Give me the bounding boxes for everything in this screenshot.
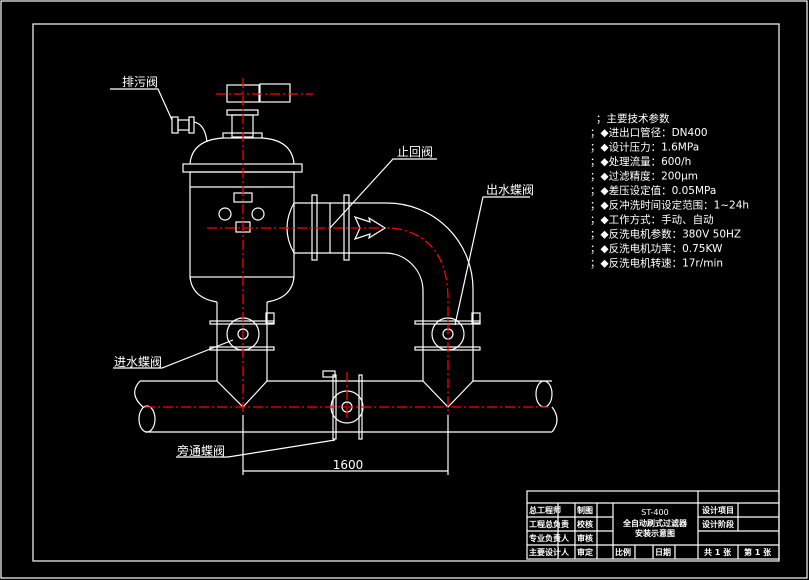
tb-total: 共 1 张 (704, 547, 732, 557)
tb-check: 制图 (577, 505, 593, 515)
tb-role: 总工程师 (529, 505, 561, 515)
label-bypass-butterfly-valve: 旁通蝶阀 (177, 443, 225, 458)
tb-check: 审定 (577, 547, 593, 557)
label-check-valve: 止回阀 (397, 145, 433, 159)
spec-item: ；◆反洗电机参数：380V 50HZ (590, 228, 741, 241)
centerlines (145, 78, 548, 420)
spec-item: ；◆工作方式：手动、自动 (590, 213, 714, 226)
filter-vessel (171, 83, 303, 408)
specs-title: ；主要技术参数 (596, 112, 670, 125)
header-pipe (134, 380, 558, 433)
spec-item: ；◆反洗电机转速：17r/min (590, 257, 723, 270)
outlet-pipe (294, 194, 474, 408)
pressure-gauge-icon (218, 207, 232, 221)
tb-role: 工程总负责 (529, 519, 569, 529)
spec-item: ；◆反冲洗时间设定范围：1~24h (590, 199, 749, 212)
tb-model: ST-400 (641, 508, 668, 517)
spec-item: ；◆反洗电机功率：0.75KW (590, 242, 723, 255)
tb-sheet: 第 1 张 (744, 547, 772, 557)
tb-scale: 比例 (615, 547, 631, 557)
pressure-gauge-icon (251, 207, 265, 221)
drain-valve-icon (171, 116, 179, 134)
tb-name-1: 全自动刷式过滤器 (622, 518, 688, 528)
spec-item: ；◆设计压力：1.6MPa (590, 141, 699, 154)
tb-date: 日期 (655, 547, 671, 557)
tb-check: 校核 (577, 519, 593, 529)
tb-check: 审核 (577, 533, 593, 543)
leader-lines (110, 88, 530, 458)
spec-item: ；◆过滤精度：200μm (590, 170, 698, 183)
spec-item: ；◆进出口管径：DN400 (590, 126, 708, 139)
spec-item: ；◆差压设定值：0.05MPa (590, 184, 716, 197)
label-inlet-butterfly-valve: 进水蝶阀 (114, 354, 162, 369)
inlet-butterfly-valve-icon (209, 312, 275, 351)
technical-specs: ；主要技术参数 ；◆进出口管径：DN400 ；◆设计压力：1.6MPa ；◆处理… (590, 112, 749, 270)
label-outlet-butterfly-valve: 出水蝶阀 (486, 182, 534, 197)
spec-item: ；◆处理流量：600/h (590, 155, 691, 168)
backwash-motor (259, 83, 291, 103)
drawing-frame (32, 23, 780, 562)
label-drain-valve: 排污阀 (122, 75, 158, 89)
tb-role: 专业负责人 (529, 533, 570, 543)
dimension-text: 1600 (333, 458, 364, 472)
tb-name-2: 安装示意图 (635, 528, 675, 538)
tb-role: 主要设计人 (529, 547, 570, 557)
tb-project: 设计项目 (702, 505, 734, 515)
dimension-1600: 1600 (242, 415, 449, 475)
tb-stage: 设计阶段 (702, 519, 734, 529)
title-block: 总工程师 工程总负责 专业负责人 主要设计人 制图 校核 审核 审定 ST-40… (526, 490, 780, 560)
flow-arrow-icon (353, 215, 387, 241)
